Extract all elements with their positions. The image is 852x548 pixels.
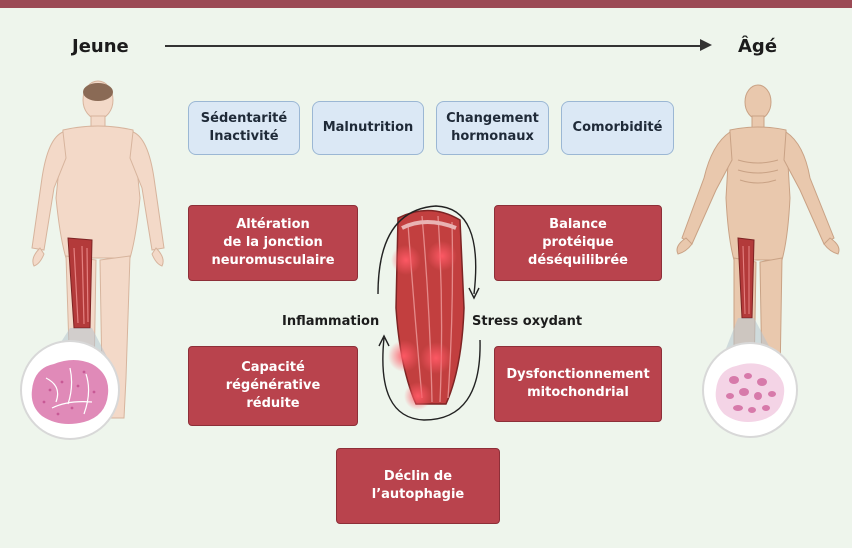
central-muscle-illustration bbox=[396, 210, 464, 404]
mechanism-declin-autophagie: Déclin de l’autophagie bbox=[336, 448, 500, 524]
age-timeline-line bbox=[165, 45, 705, 47]
top-accent-bar bbox=[0, 0, 852, 8]
mechanism-dysfonctionnement-mitochondrial: Dysfonctionnement mitochondrial bbox=[494, 346, 662, 422]
mechanism-balance-proteique: Balance protéique déséquilibrée bbox=[494, 205, 662, 281]
young-muscle-cross-section bbox=[20, 340, 120, 440]
factor-changement-hormonaux: Changement hormonaux bbox=[436, 101, 549, 155]
factor-comorbidite: Comorbidité bbox=[561, 101, 674, 155]
stress-oxydant-label: Stress oxydant bbox=[472, 314, 582, 329]
age-timeline-arrowhead bbox=[700, 39, 712, 51]
mechanism-jonction-neuromusculaire: Altération de la jonction neuromusculair… bbox=[188, 205, 358, 281]
inflammation-label: Inflammation bbox=[282, 314, 379, 329]
young-label: Jeune bbox=[72, 36, 129, 57]
factor-malnutrition: Malnutrition bbox=[312, 101, 424, 155]
aged-muscle-cross-section bbox=[702, 342, 798, 438]
old-label: Âgé bbox=[738, 36, 777, 57]
central-muscle-cycle bbox=[362, 198, 498, 424]
factor-sedentarite: Sédentarité Inactivité bbox=[188, 101, 300, 155]
mechanism-capacite-regenerative: Capacité régénérative réduite bbox=[188, 346, 358, 426]
